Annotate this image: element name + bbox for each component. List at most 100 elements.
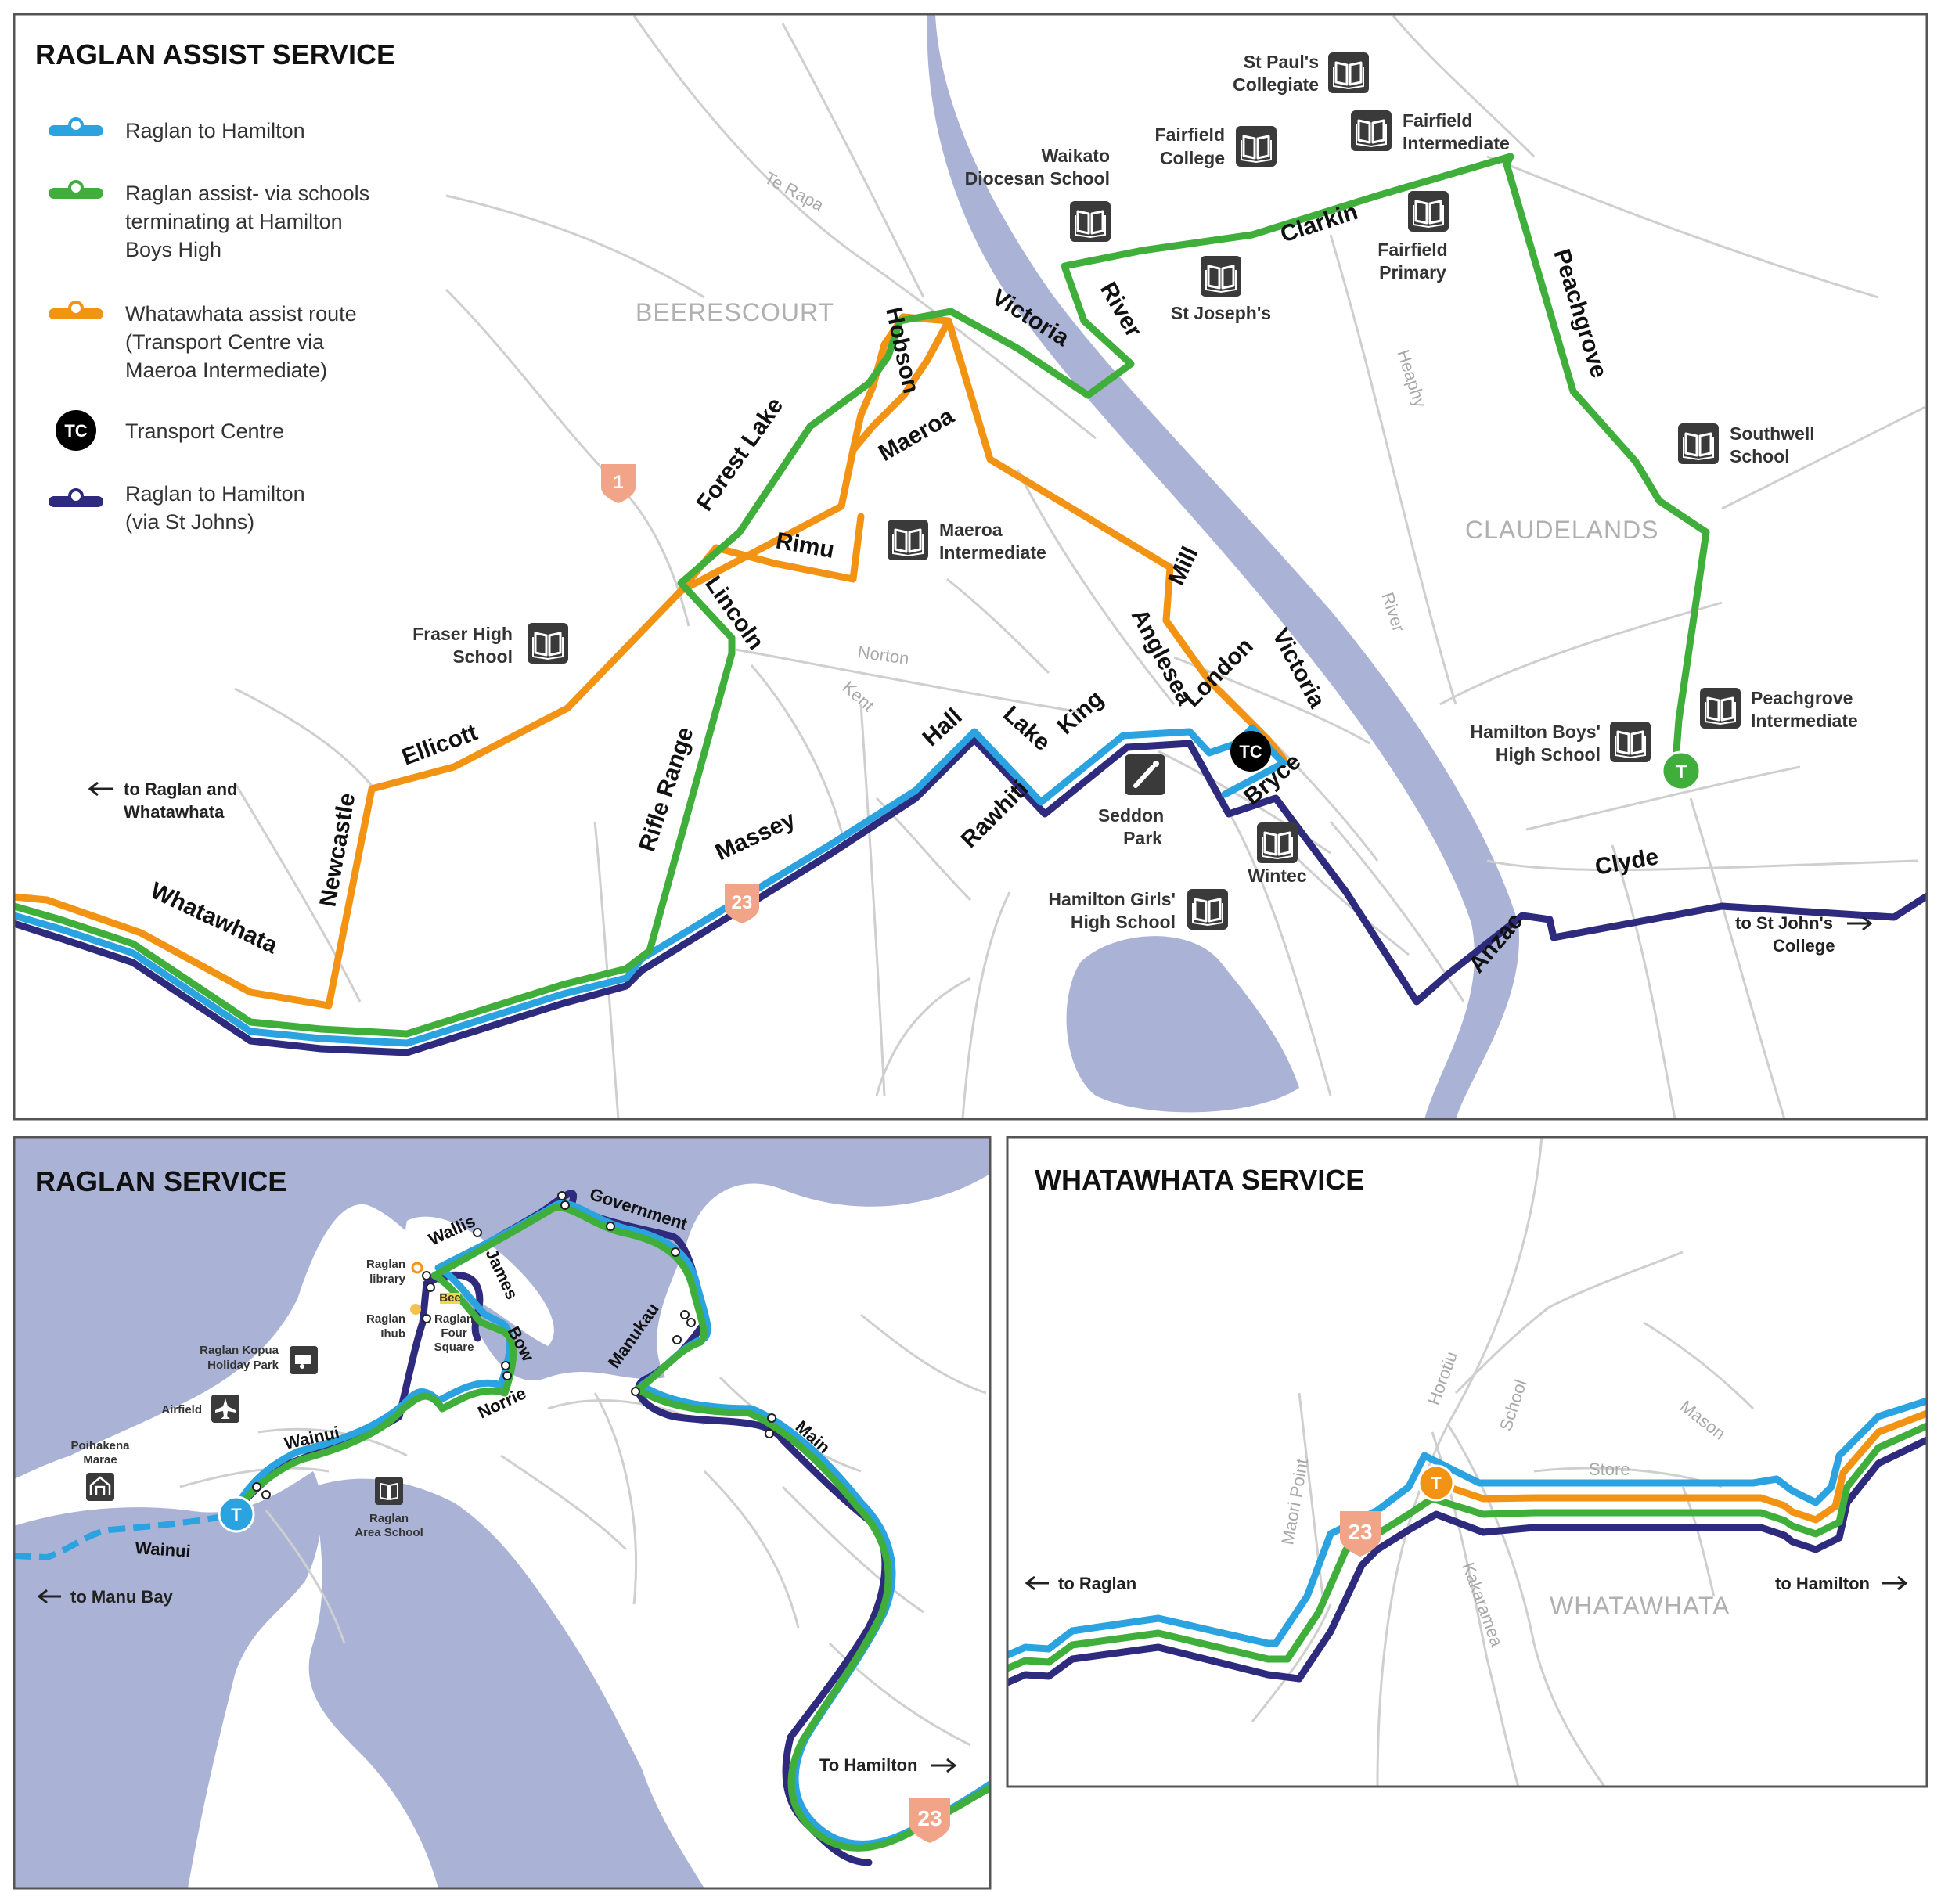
area-whatawhata: WHATAWHATA [1550, 1592, 1730, 1620]
svg-text:Airfield: Airfield [161, 1403, 202, 1416]
airplane-icon [211, 1395, 239, 1423]
raglan-minor-roads [179, 1313, 987, 1747]
svg-text:Fairfield: Fairfield [1155, 124, 1225, 145]
svg-text:Peachgrove: Peachgrove [1751, 688, 1853, 708]
school-icon [1608, 720, 1652, 764]
highway-23-shield: 23 [725, 884, 759, 923]
svg-text:to St John's: to St John's [1735, 913, 1833, 933]
svg-text:Raglan to Hamilton: Raglan to Hamilton [125, 482, 305, 506]
raglan-panel-border [13, 1136, 992, 1890]
svg-text:Raglan Kopua: Raglan Kopua [200, 1344, 279, 1357]
poi-fairfield-intermediate: Fairfield Intermediate [1349, 109, 1510, 153]
svg-text:Raglan: Raglan [369, 1512, 409, 1525]
poi-raglan-area-school: Raglan Area School [355, 1476, 423, 1539]
svg-text:Fraser High: Fraser High [412, 624, 513, 644]
svg-text:Whatawhata: Whatawhata [124, 802, 225, 822]
svg-text:Marae: Marae [83, 1453, 117, 1467]
raglan-t-badge: T [218, 1495, 255, 1533]
poi-hamilton-girls: Hamilton Girls' High School [1048, 887, 1230, 932]
svg-text:Raglan assist- via schools: Raglan assist- via schools [125, 182, 369, 205]
poi-raglan-four-square: Bee Raglan Four Square [434, 1291, 474, 1354]
whatawhata-panel: T 23 Horotiu School Mason Store Maori Po… [1007, 1137, 1927, 1787]
svg-text:Fairfield: Fairfield [1377, 239, 1447, 260]
school-icon [1406, 189, 1450, 233]
svg-text:Raglan: Raglan [366, 1312, 405, 1326]
area-claudelands: CLAUDELANDS [1465, 516, 1659, 544]
svg-text:to Manu Bay: to Manu Bay [70, 1587, 174, 1607]
school-icon [374, 1476, 404, 1506]
street-wainui-west: Wainui [135, 1538, 192, 1561]
poi-seddon-park: Seddon Park [1098, 754, 1165, 848]
svg-text:Waikato: Waikato [1042, 146, 1110, 166]
raglan-highway-23-shield: 23 [909, 1798, 950, 1843]
whatawhata-t-badge: T [1417, 1464, 1455, 1502]
poi-fairfield-college: Fairfield College [1155, 124, 1278, 168]
svg-text:to Raglan and: to Raglan and [124, 779, 237, 799]
whatawhata-route-green [1007, 1422, 1927, 1672]
svg-text:Area School: Area School [355, 1526, 423, 1539]
raglan-stops [252, 1191, 776, 1499]
svg-text:To Hamilton: To Hamilton [819, 1755, 917, 1775]
svg-text:23: 23 [917, 1806, 942, 1830]
raglan-inlet-east [308, 1478, 704, 1888]
svg-text:Maeroa: Maeroa [939, 520, 1003, 540]
school-icon [1186, 887, 1230, 931]
svg-text:Hamilton Girls': Hamilton Girls' [1048, 889, 1176, 909]
svg-text:Hamilton Boys': Hamilton Boys' [1471, 722, 1601, 742]
school-icon [1255, 821, 1299, 865]
svg-text:1: 1 [613, 472, 623, 493]
poi-wintec: Wintec [1248, 821, 1307, 886]
school-icon [1349, 109, 1393, 153]
whatawhata-route-orange [1432, 1409, 1927, 1524]
poi-raglan-library: Raglan library [366, 1258, 423, 1286]
legend-item-blue: Raglan to Hamilton [49, 117, 305, 142]
poi-raglan-ihub: Raglan Ihub [366, 1304, 422, 1341]
svg-text:23: 23 [732, 892, 753, 913]
whatawhata-highway-23-shield: 23 [1340, 1511, 1381, 1557]
school-icon [1068, 200, 1112, 243]
poi-maeroa-intermediate: Maeroa Intermediate [886, 518, 1046, 563]
legend-item-green: Raglan assist- via schools terminating a… [49, 180, 369, 261]
street-store: Store [1589, 1459, 1630, 1479]
raglan-inlet [14, 1471, 322, 1888]
cricket-icon [1125, 754, 1165, 795]
svg-text:High School: High School [1496, 744, 1601, 765]
terminus-t-badge: T [1661, 750, 1702, 791]
svg-text:Wintec: Wintec [1248, 866, 1306, 886]
svg-text:Fairfield: Fairfield [1403, 110, 1472, 131]
school-icon [1676, 422, 1720, 466]
svg-text:Bee: Bee [439, 1291, 461, 1305]
school-icon [1199, 254, 1243, 298]
direction-to-hamilton-w: to Hamilton [1775, 1574, 1908, 1593]
whatawhata-route-blue [1007, 1397, 1927, 1659]
svg-text:Park: Park [1123, 828, 1162, 848]
svg-text:Poihakena: Poihakena [70, 1439, 130, 1452]
school-icon [1234, 124, 1278, 168]
svg-text:library: library [369, 1272, 406, 1286]
svg-text:T: T [231, 1505, 242, 1524]
svg-text:Ihub: Ihub [380, 1327, 405, 1341]
poi-fraser-high: Fraser High School [412, 621, 570, 667]
legend-item-orange: Whatawhata assist route (Transport Centr… [49, 301, 357, 382]
svg-text:Seddon: Seddon [1098, 805, 1164, 826]
legend-item-tc: TC Transport Centre [56, 410, 284, 451]
assist-panel: 1 23 TC T BEERESCOURT CLAUDELANDS Te Rap… [14, 14, 1927, 1119]
svg-text:Intermediate: Intermediate [1403, 133, 1510, 153]
poi-poihakena-marae: Poihakena Marae [70, 1439, 130, 1501]
svg-text:to Raglan: to Raglan [1058, 1574, 1136, 1593]
svg-text:23: 23 [1348, 1520, 1372, 1544]
route-navy [14, 736, 1927, 1056]
school-icon [1327, 51, 1370, 95]
info-pin-icon [410, 1304, 422, 1330]
svg-text:Maeroa Intermediate): Maeroa Intermediate) [125, 358, 327, 382]
area-beerescourt: BEERESCOURT [636, 298, 834, 326]
svg-text:Collegiate: Collegiate [1233, 74, 1319, 95]
svg-text:College: College [1160, 148, 1225, 168]
highway-1-shield: 1 [601, 464, 636, 503]
whatawhata-panel-border [1006, 1136, 1928, 1788]
poi-raglan-kopua: Raglan Kopua Holiday Park [200, 1344, 318, 1374]
assist-title: RAGLAN ASSIST SERVICE [35, 38, 395, 70]
poi-st-pauls: St Paul's Collegiate [1233, 51, 1370, 95]
direction-to-st-johns: to St John's College [1735, 913, 1873, 956]
svg-text:Raglan: Raglan [366, 1258, 405, 1271]
